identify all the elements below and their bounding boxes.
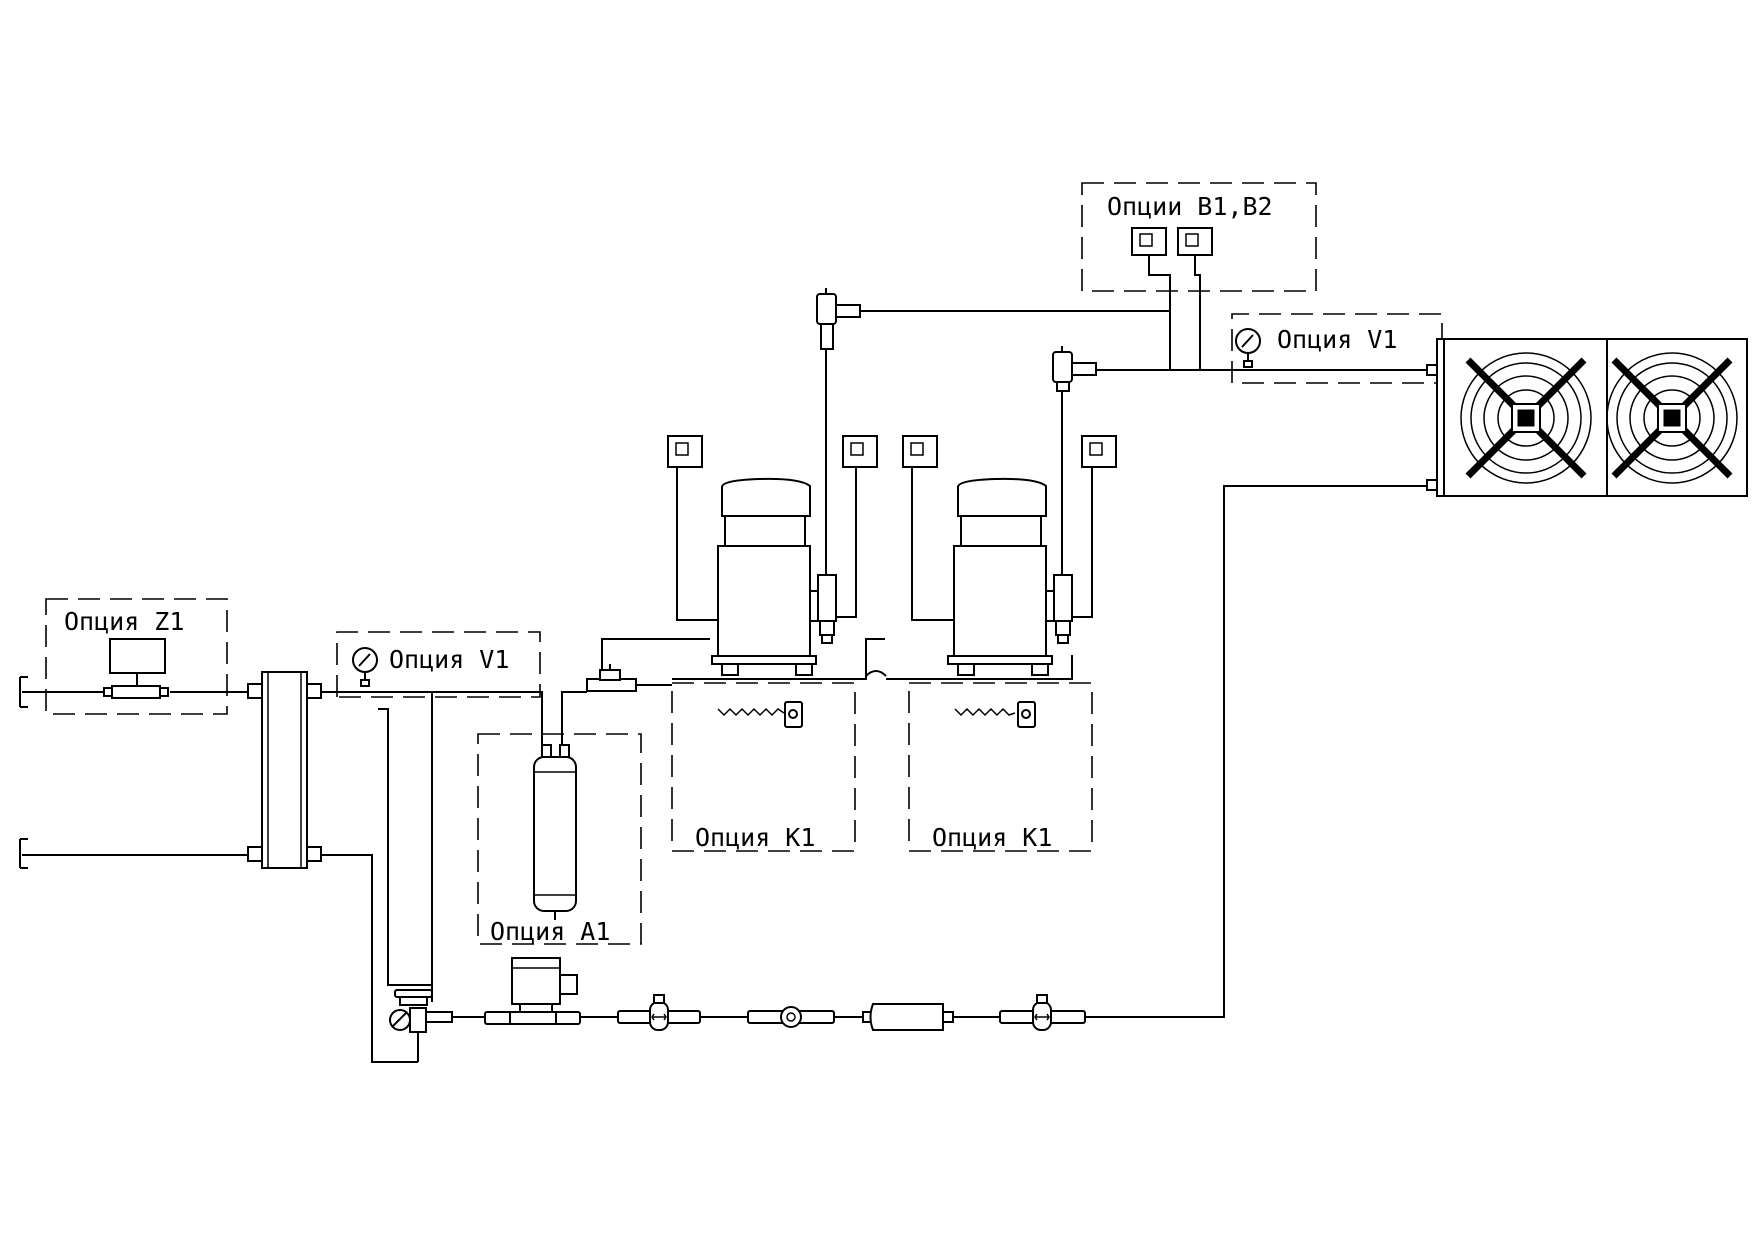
option-box-k1-b <box>908 682 1093 852</box>
option-box-k1-a <box>671 682 856 852</box>
option-box-z1 <box>45 598 228 715</box>
solenoid-valve <box>484 957 581 1025</box>
option-box-v1-top <box>1231 313 1443 384</box>
piping <box>19 255 1437 1063</box>
crankcase-heater-1 <box>717 701 803 728</box>
filter-drier <box>862 1003 954 1031</box>
label-opt-b1b2: Опции B1,B2 <box>1107 192 1273 221</box>
option-labels: Опции B1,B2 Опция V1 Опция Z1 Опция V1 О… <box>64 192 1397 946</box>
ball-valve-1 <box>617 994 701 1031</box>
fan-2 <box>1606 352 1738 484</box>
pressure-switches <box>667 227 1213 621</box>
suction-valve <box>586 664 637 692</box>
crankcase-heater-2 <box>954 701 1036 728</box>
plate-heat-exchanger <box>247 671 322 869</box>
thermostatic-expansion-valve <box>389 989 453 1062</box>
label-opt-v1-left: Опция V1 <box>389 645 509 674</box>
label-opt-z1: Опция Z1 <box>64 607 184 636</box>
sight-glass <box>747 1006 835 1028</box>
ball-valve-2 <box>999 994 1086 1031</box>
flow-switch-z1 <box>103 638 169 699</box>
fan-1 <box>1460 352 1592 484</box>
label-opt-k1-a: Опция K1 <box>695 823 815 852</box>
pressure-gauge-top <box>1235 328 1261 368</box>
suction-accumulator <box>533 744 577 920</box>
compressor-2 <box>947 346 1097 676</box>
label-opt-a1: Опция A1 <box>490 917 610 946</box>
label-opt-v1-top: Опция V1 <box>1277 325 1397 354</box>
air-cooled-condenser <box>1426 338 1748 497</box>
option-box-v1-left <box>336 631 541 698</box>
option-box-a1 <box>477 733 642 945</box>
label-opt-k1-b: Опция K1 <box>932 823 1052 852</box>
pressure-gauge-left <box>352 647 378 687</box>
compressor-1 <box>711 288 861 676</box>
